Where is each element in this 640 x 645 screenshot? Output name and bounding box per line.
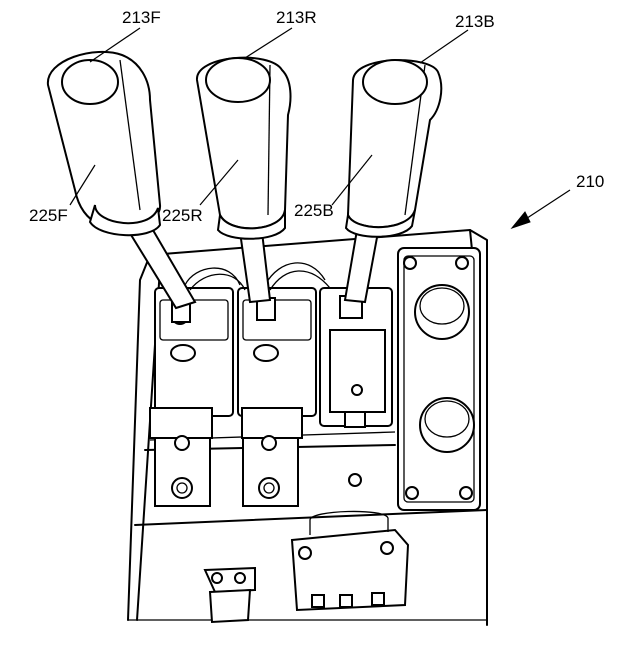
reference-arrow <box>512 190 570 228</box>
label-213B: 213B <box>455 12 495 32</box>
bottom-connector <box>292 511 408 610</box>
label-213R: 213R <box>276 8 317 28</box>
switch-block-back <box>320 288 392 486</box>
switch-block-front <box>150 288 233 506</box>
switch-block-rear <box>238 288 316 506</box>
handle-213B <box>346 60 441 237</box>
label-225B: 225B <box>294 201 334 221</box>
label-213F: 213F <box>122 8 161 28</box>
handle-213R <box>197 58 291 239</box>
label-225F: 225F <box>29 206 68 226</box>
round-button-upper <box>415 285 469 339</box>
bottom-bracket <box>205 568 255 622</box>
label-210: 210 <box>576 172 604 192</box>
panel-screw <box>460 487 472 499</box>
round-button-lower <box>420 398 474 452</box>
label-225R: 225R <box>162 206 203 226</box>
side-panel <box>398 248 480 510</box>
panel-screw <box>406 487 418 499</box>
panel-screw <box>404 257 416 269</box>
panel-screw <box>456 257 468 269</box>
